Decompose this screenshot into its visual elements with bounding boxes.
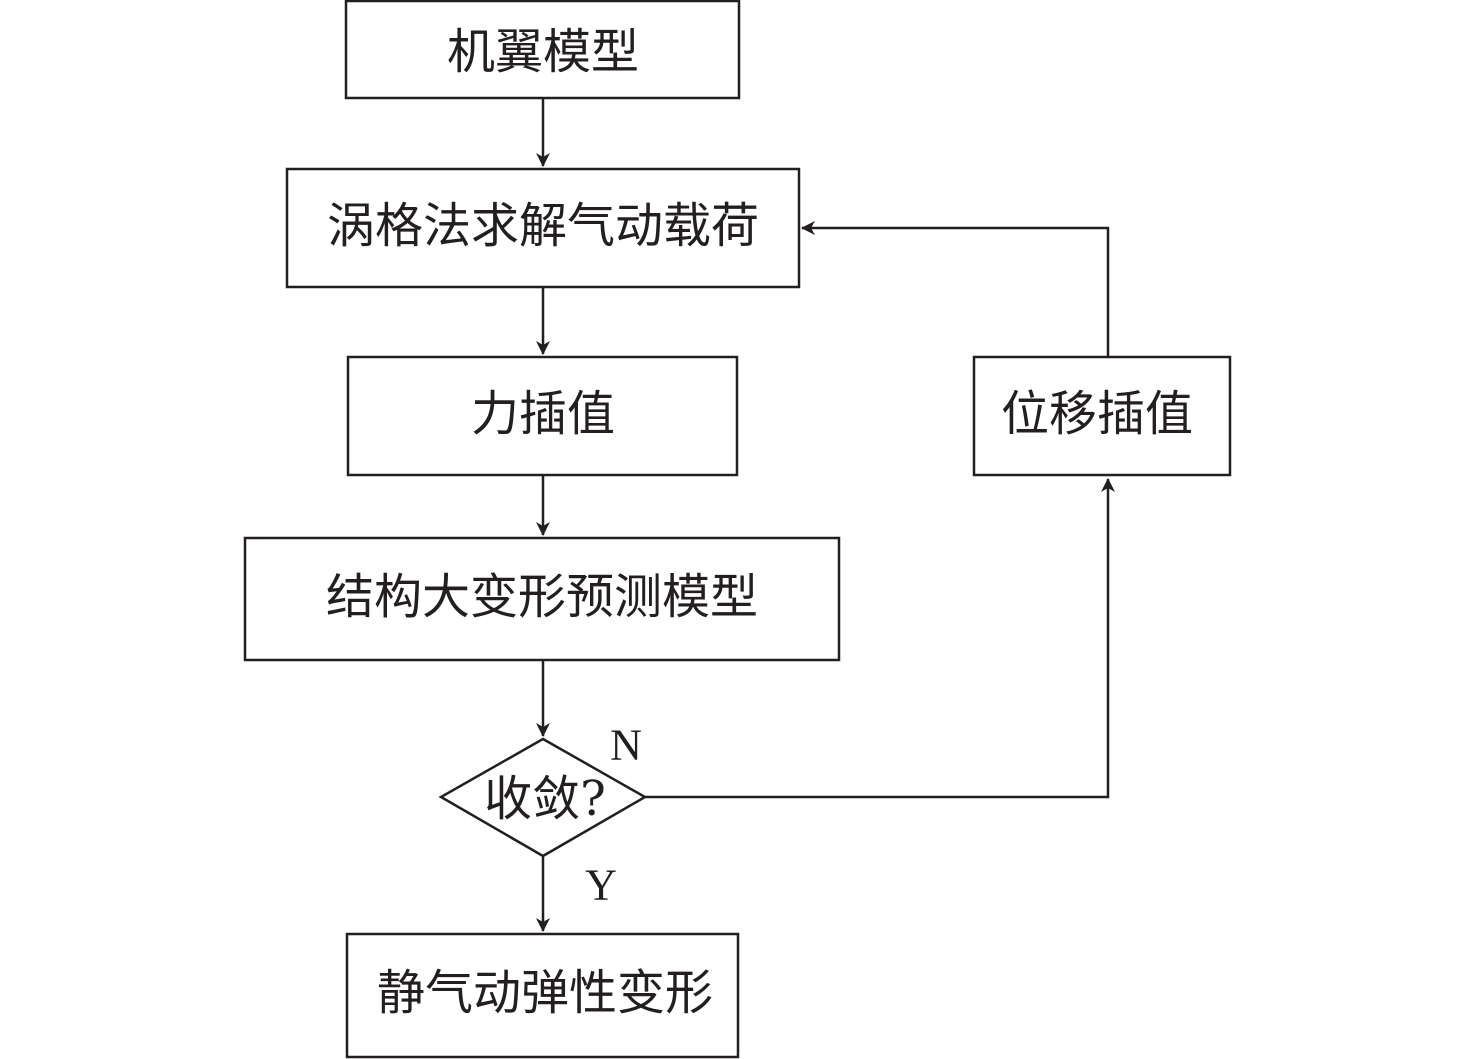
- branch-yes-label: Y: [585, 861, 617, 910]
- vortex-lattice-box: [285, 167, 801, 289]
- edges: [536, 99, 1115, 932]
- node-converged-decision: 收敛?: [438, 737, 648, 858]
- node-result: 静气动弹性变形: [345, 932, 740, 1059]
- node-structure-model: 结构大变形预测模型: [243, 536, 841, 662]
- arrow-decision-no-to-disp: [645, 478, 1115, 799]
- structure-model-label: 结构大变形预测模型: [326, 569, 758, 625]
- node-vortex-lattice: 涡格法求解气动载荷: [285, 167, 801, 289]
- node-wing-model: 机翼模型: [344, 0, 741, 100]
- vortex-lattice-label: 涡格法求解气动载荷: [327, 198, 759, 254]
- force-interp-box: [346, 355, 739, 477]
- disp-interp-label: 位移插值: [1001, 386, 1193, 442]
- arrow-disp-to-vortex: [801, 221, 1110, 356]
- branch-no-label: N: [610, 721, 642, 770]
- structure-model-box: [243, 536, 841, 662]
- disp-interp-box: [972, 355, 1232, 477]
- result-box: [345, 932, 740, 1059]
- force-interp-label: 力插值: [471, 386, 615, 442]
- result-label: 静气动弹性变形: [377, 965, 713, 1021]
- node-disp-interp: 位移插值: [972, 355, 1232, 477]
- converged-diamond: [438, 737, 648, 858]
- node-force-interp: 力插值: [346, 355, 739, 477]
- wing-model-label: 机翼模型: [447, 24, 639, 80]
- wing-model-box: [344, 0, 741, 100]
- converged-label: 收敛?: [484, 771, 606, 827]
